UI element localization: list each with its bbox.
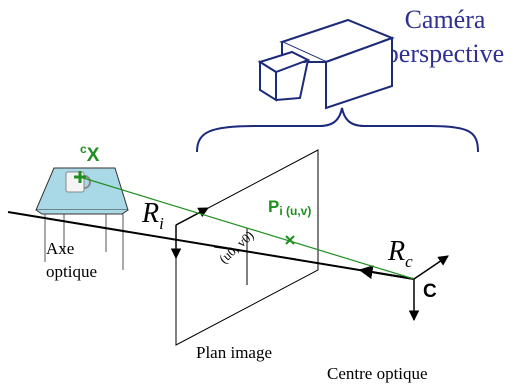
principal-point-tick-h: [213, 246, 297, 260]
image-point-marker: [285, 235, 295, 245]
image-frame-label: Ri: [141, 198, 164, 233]
projection-ray: [79, 176, 415, 280]
title-line2: perspective: [386, 39, 504, 68]
camera-frame-label: Rc: [387, 236, 413, 271]
camera-frame-x-axis: [413, 255, 449, 280]
image-frame-u-axis: [175, 207, 209, 226]
camera-center-label: C: [423, 281, 437, 302]
optical-axis: [7, 211, 415, 280]
image-plane-label: Plan image: [196, 343, 272, 362]
title-line1: Caméra: [405, 5, 486, 34]
optical-axis-label-line2: optique: [46, 262, 97, 281]
world-point-marker: [74, 171, 86, 183]
optical-center-label: Centre optique: [327, 364, 428, 383]
camera-icon: [257, 18, 395, 110]
image-plane: [175, 149, 319, 346]
image-point-label: Pi (u,v): [268, 197, 311, 218]
optical-axis-label-line1: Axe: [46, 239, 74, 258]
optical-axis-arrow: [358, 265, 415, 280]
world-point-label: cX: [80, 142, 100, 166]
brace: [196, 107, 479, 153]
